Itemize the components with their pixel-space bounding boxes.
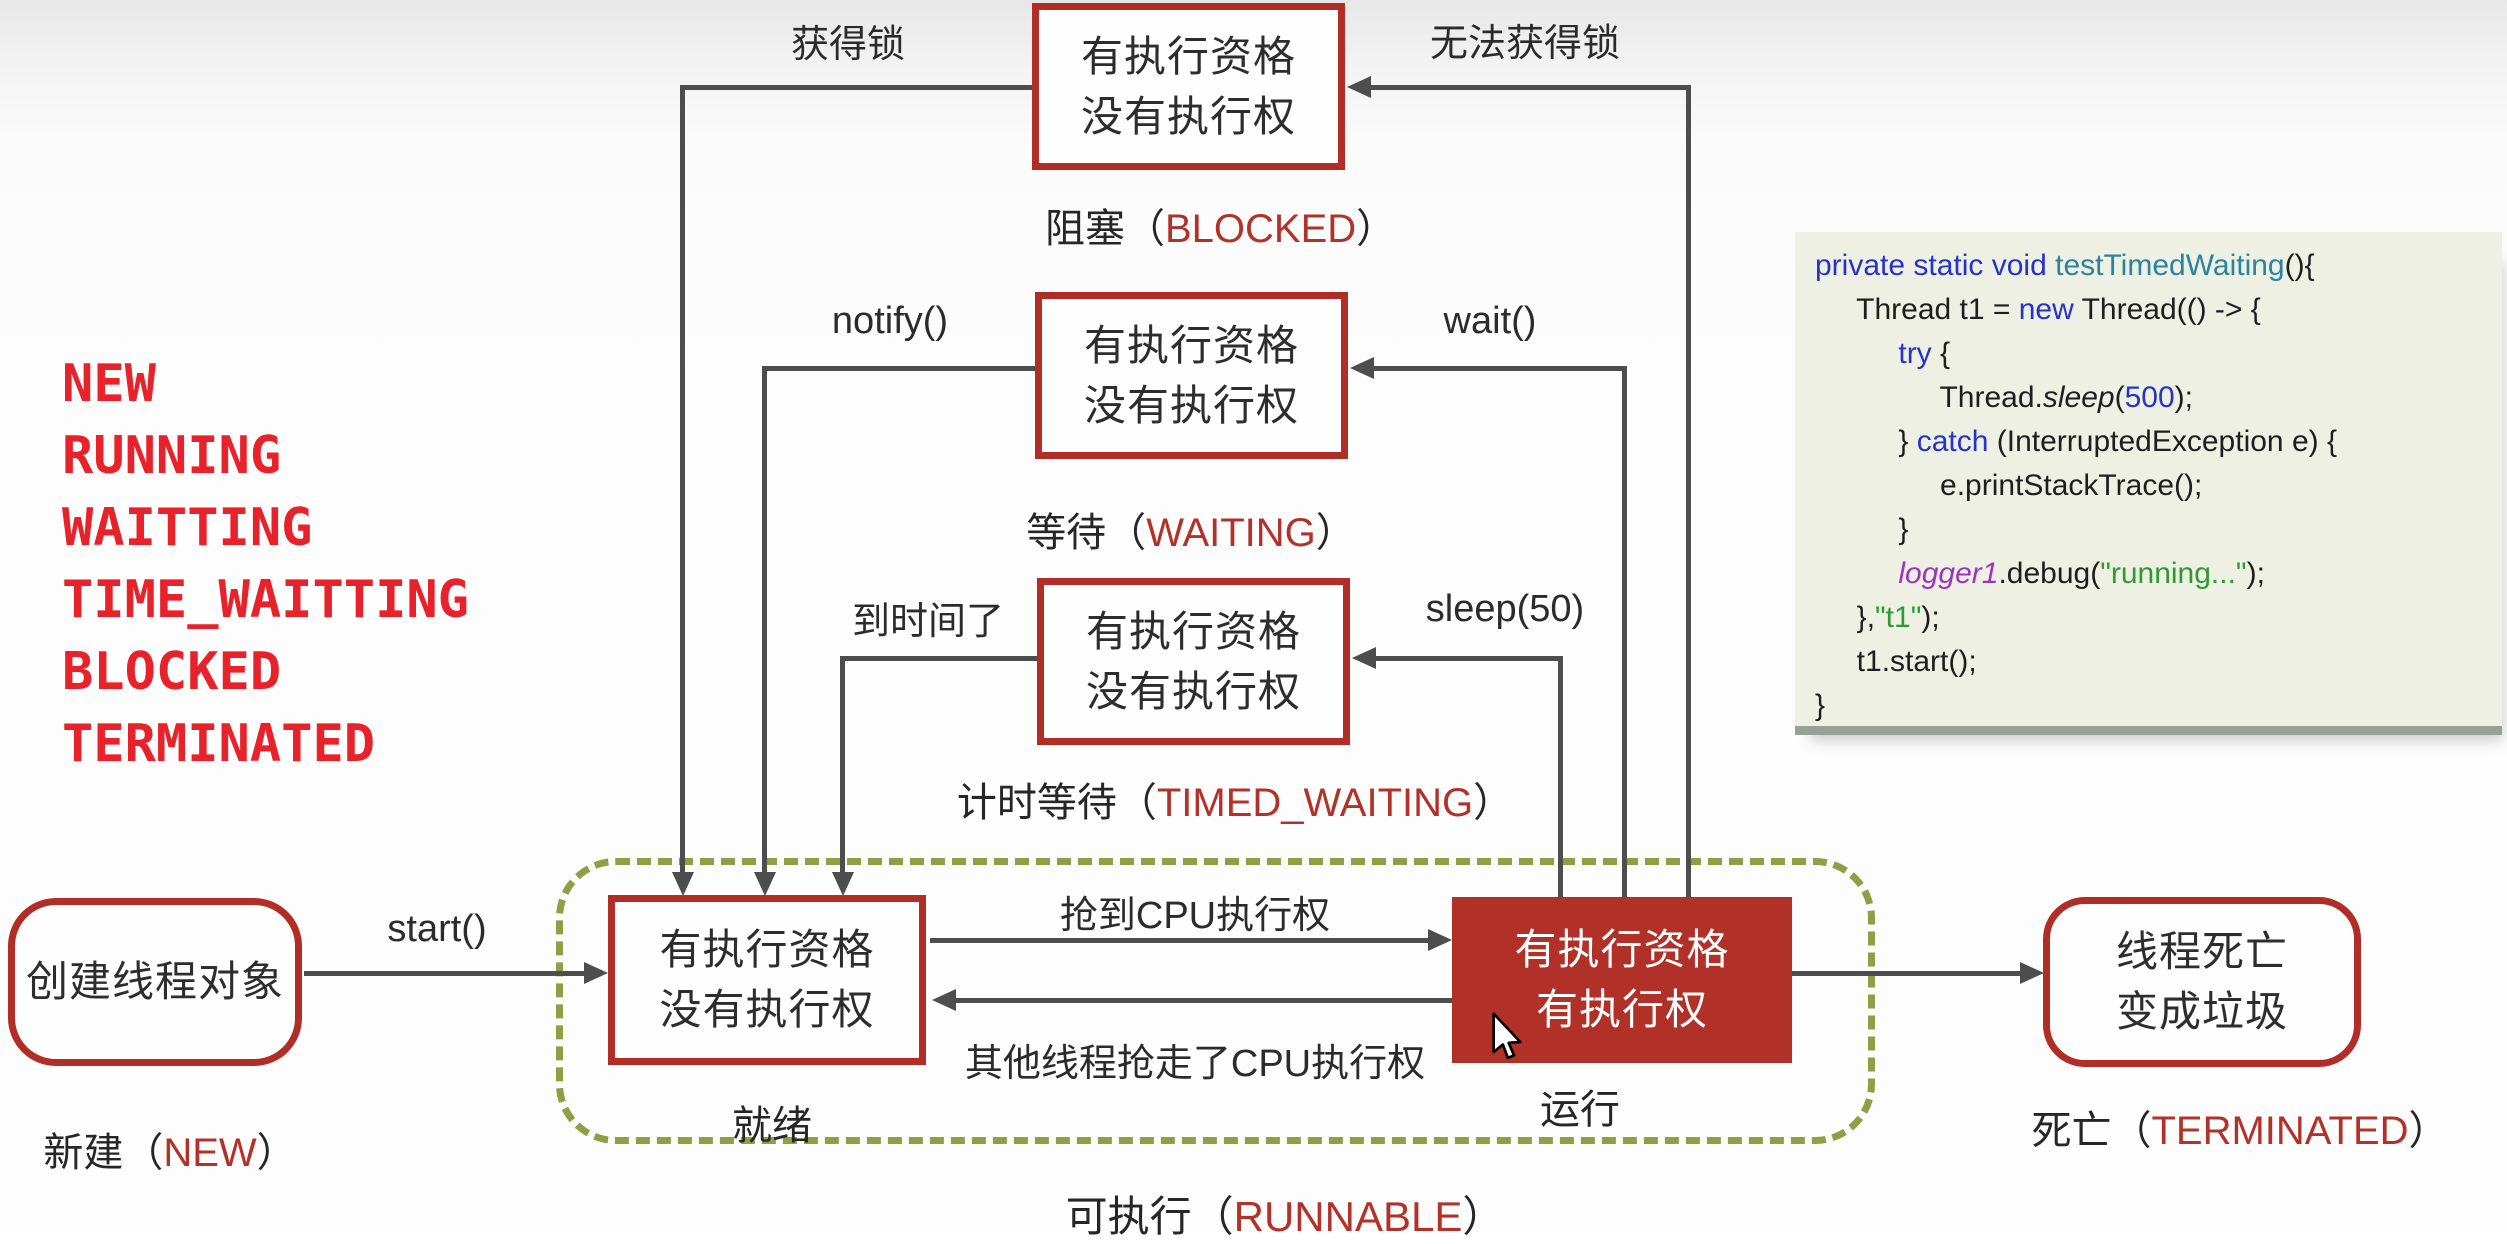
box-text-line: 没有执行权 (1085, 667, 1301, 715)
running-caption: 运行 (1540, 1088, 1620, 1132)
edge-start-h (304, 971, 584, 976)
edge-terminate-h (1792, 971, 2020, 976)
code-line: } (1815, 513, 1909, 546)
box-text-line: 创建线程对象 (25, 958, 284, 1005)
code-line: t1.start(); (1815, 645, 1977, 678)
runnable-dashed-group (556, 858, 1875, 1144)
edge-label-start: start() (387, 908, 487, 950)
arrowhead-right (2020, 962, 2044, 984)
arrowhead-right (584, 962, 608, 984)
list-item: NEW (62, 354, 156, 414)
edge-label-grab-cpu: 抢到CPU执行权 (1059, 895, 1331, 937)
edge-label-sleep: sleep(50) (1425, 588, 1585, 630)
edge-lose-cpu-h (956, 998, 1452, 1003)
code-line: logger1.debug("running..."); (1898, 557, 2265, 590)
arrowhead-left (1352, 647, 1376, 669)
edge-time-up-h (840, 656, 1037, 661)
box-text-line: 没有执行权 (1080, 92, 1296, 140)
arrowhead-left (932, 989, 956, 1011)
edge-sleep-v (1558, 656, 1563, 897)
code-line: Thread t1 = new Thread(() -> { (1815, 293, 2261, 326)
list-item: BLOCKED (62, 642, 282, 702)
code-line: } catch (InterruptedException e) { (1815, 425, 2337, 458)
box-text-line: 线程死亡 (2115, 928, 2288, 975)
edge-acquire-lock-h (680, 85, 1032, 90)
timed-waiting-state-box: 有执行资格 没有执行权 (1037, 578, 1350, 745)
blocked-caption: 阻塞（BLOCKED） (1045, 207, 1397, 251)
waiting-state-box: 有执行资格 没有执行权 (1035, 292, 1348, 459)
edge-no-lock-v (1686, 85, 1691, 897)
edge-notify-h (762, 366, 1035, 371)
new-state-box: 创建线程对象 (8, 898, 302, 1066)
box-text-line: 有执行资格 (1085, 607, 1301, 655)
box-text-line: 有执行资格 (1083, 321, 1299, 369)
terminated-state-box: 线程死亡 变成垃圾 (2043, 897, 2361, 1067)
list-item: WAITTING (62, 498, 313, 558)
edge-label-lose-cpu: 其他线程抢走了CPU执行权 (964, 1043, 1426, 1085)
arrowhead-down (832, 872, 854, 896)
arrowhead-left (1347, 76, 1371, 98)
edge-label-wait: wait() (1443, 300, 1537, 342)
code-line: e.printStackTrace(); (1815, 469, 2203, 502)
edge-wait-h (1372, 366, 1627, 371)
list-item: RUNNING (62, 426, 282, 486)
edge-notify-v (762, 366, 767, 874)
ready-caption: 就绪 (732, 1104, 812, 1148)
arrowhead-down (754, 872, 776, 896)
arrowhead-down (672, 872, 694, 896)
edge-label-acquire-lock: 获得锁 (790, 24, 905, 66)
edge-wait-v (1622, 366, 1627, 897)
ready-state-box: 有执行资格 没有执行权 (608, 895, 926, 1065)
box-text-line: 没有执行权 (1083, 381, 1299, 429)
arrowhead-right (1428, 929, 1452, 951)
edge-sleep-h (1374, 656, 1563, 661)
terminated-caption: 死亡（TERMINATED） (2031, 1109, 2449, 1153)
box-text-line: 有执行资格 (659, 926, 875, 973)
edge-grab-cpu-h (930, 938, 1428, 943)
code-line: Thread.sleep(500); (1815, 381, 2193, 414)
code-lines: private static void testTimedWaiting(){ … (1815, 244, 2502, 726)
box-text-line: 有执行资格 (1514, 926, 1730, 973)
edge-label-no-lock: 无法获得锁 (1429, 23, 1620, 65)
edge-no-lock-h (1369, 85, 1691, 90)
edge-time-up-v (840, 656, 845, 874)
blocked-state-box: 有执行资格 没有执行权 (1032, 3, 1345, 170)
box-text-line: 有执行资格 (1080, 32, 1296, 80)
code-snippet-panel: private static void testTimedWaiting(){ … (1795, 232, 2502, 726)
arrowhead-left (1350, 357, 1374, 379)
runnable-caption: 可执行（RUNNABLE） (1065, 1193, 1505, 1240)
code-line: try { (1898, 337, 1951, 370)
thread-state-name-list: NEW RUNNING WAITTING TIME_WAITTING BLOCK… (62, 348, 469, 780)
box-text-line: 没有执行权 (659, 986, 875, 1033)
code-line: },"t1"); (1815, 601, 1940, 634)
edge-label-notify: notify() (831, 300, 949, 342)
code-line: private static void testTimedWaiting(){ (1815, 249, 2315, 282)
waiting-caption: 等待（WAITING） (1026, 511, 1356, 555)
list-item: TIME_WAITTING (62, 570, 469, 630)
box-text-line: 有执行权 (1535, 986, 1708, 1033)
box-text-line: 变成垃圾 (2115, 988, 2288, 1035)
timed-waiting-caption: 计时等待（TIMED_WAITING） (956, 781, 1514, 825)
edge-label-time-up: 到时间了 (851, 601, 1004, 643)
edge-acquire-lock-v (680, 85, 685, 874)
mouse-cursor-icon (1490, 1012, 1524, 1067)
code-line: } (1815, 689, 1826, 722)
list-item: TERMINATED (62, 714, 376, 774)
new-caption: 新建（NEW） (43, 1131, 297, 1175)
